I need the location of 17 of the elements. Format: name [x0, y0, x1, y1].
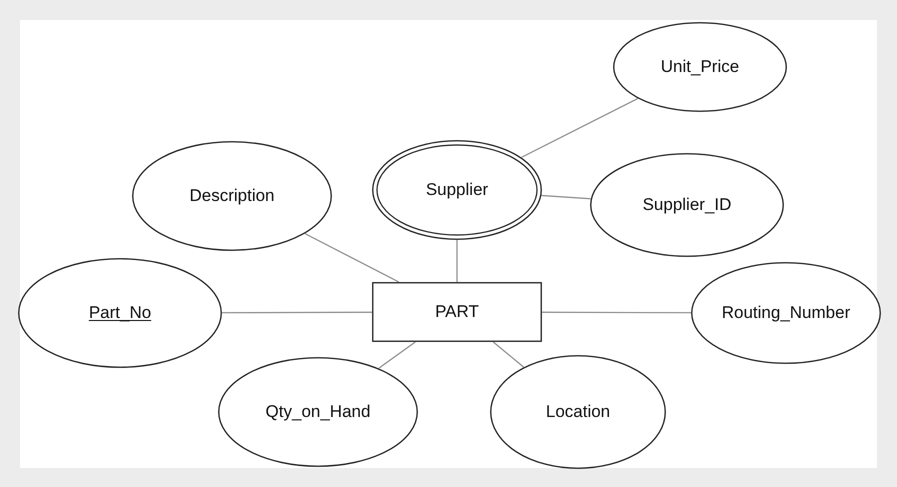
connector-line	[521, 98, 638, 158]
attribute-name: Supplier	[426, 179, 488, 202]
connector-line	[456, 240, 458, 282]
attribute-name: Qty_on_Hand	[266, 401, 370, 424]
connector-line	[378, 342, 416, 369]
attribute-name: Description	[189, 185, 275, 208]
connector-line	[222, 312, 372, 314]
connector-line	[492, 342, 524, 368]
attribute-name: Part_No	[88, 302, 152, 324]
connector-line	[541, 194, 591, 200]
entity-name: PART	[435, 301, 479, 324]
connector-line	[304, 233, 400, 283]
connector-line	[542, 312, 691, 314]
attribute-name: Unit_Price	[660, 56, 740, 78]
attribute-name: Supplier_ID	[642, 194, 732, 216]
attribute-name: Routing_Number	[722, 302, 850, 324]
attribute-name: Location	[546, 401, 610, 424]
